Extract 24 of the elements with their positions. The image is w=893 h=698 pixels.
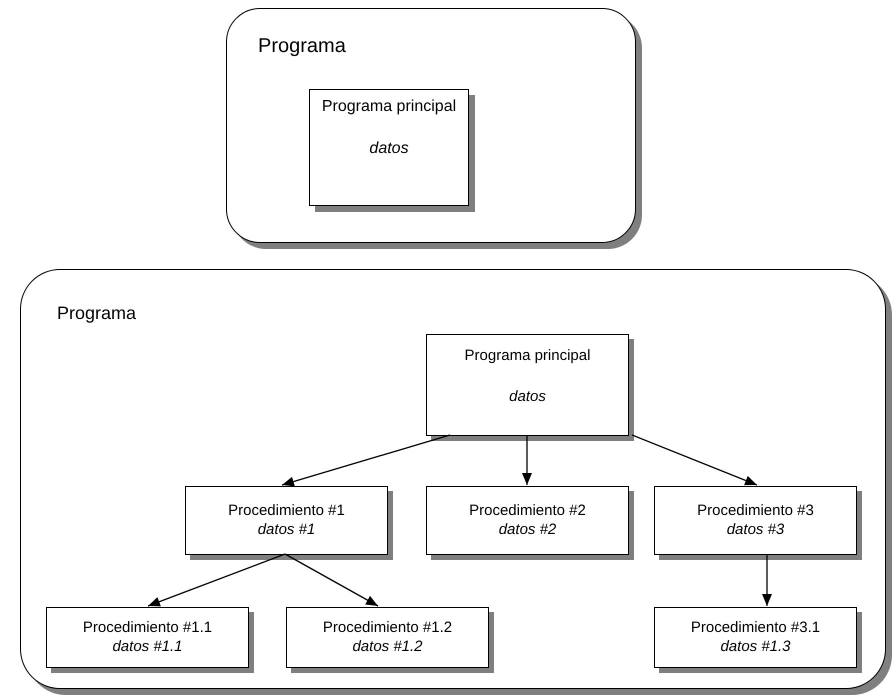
arrow xyxy=(522,435,532,485)
box-title: Programa principal xyxy=(464,347,590,366)
arrow xyxy=(282,434,450,486)
box-title: Procedimiento #1.1 xyxy=(82,618,212,638)
box-title: Procedimiento #2 xyxy=(469,502,586,520)
box-title: Procedimiento #3.1 xyxy=(690,618,820,638)
arrow xyxy=(284,553,378,607)
data-label: datos #1.2 xyxy=(352,638,423,656)
data-label: datos #1.1 xyxy=(112,638,183,656)
box-title: Procedimiento #3 xyxy=(697,502,814,520)
container-title: Programa xyxy=(258,34,346,59)
arrow xyxy=(762,554,772,606)
data-label: datos #1.3 xyxy=(720,638,791,656)
box-title: Programa principal xyxy=(322,97,456,117)
data-label: datos xyxy=(369,139,409,159)
box-title: Procedimiento #1 xyxy=(228,502,345,520)
container-title: Programa xyxy=(57,302,136,325)
data-label: datos #3 xyxy=(726,520,784,540)
data-label: datos #1 xyxy=(258,520,316,540)
arrow xyxy=(632,434,758,486)
data-label: datos xyxy=(509,388,546,406)
arrow xyxy=(148,553,286,607)
data-label: datos #2 xyxy=(498,520,556,540)
box-title: Procedimiento #1.2 xyxy=(322,618,452,638)
